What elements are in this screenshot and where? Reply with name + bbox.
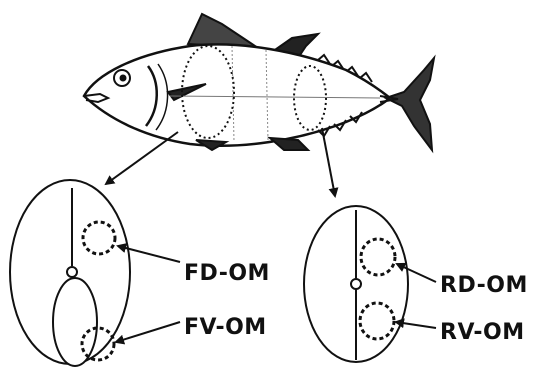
front-cross-section bbox=[10, 180, 130, 366]
fd-om-label: FD-OM bbox=[184, 261, 270, 286]
rd-om-label: RD-OM bbox=[440, 273, 528, 298]
fish-pupil bbox=[120, 75, 127, 82]
tuna-fish-illustration bbox=[84, 14, 434, 150]
rv-om-label: RV-OM bbox=[440, 320, 525, 345]
fv-om-arrow bbox=[116, 322, 180, 342]
front-section-spine bbox=[67, 267, 77, 277]
front-section-arrow bbox=[106, 132, 178, 184]
fv-om-label: FV-OM bbox=[184, 315, 267, 340]
rear-cross-section bbox=[304, 206, 408, 362]
body-cavity bbox=[53, 278, 97, 366]
first-dorsal-fin bbox=[188, 14, 258, 48]
caudal-fin bbox=[386, 58, 434, 150]
rear-section-arrow bbox=[322, 128, 335, 196]
rv-om-arrow bbox=[396, 322, 436, 328]
anal-fin bbox=[270, 138, 308, 150]
fish-body bbox=[84, 44, 390, 145]
rear-section-spine bbox=[351, 279, 361, 289]
